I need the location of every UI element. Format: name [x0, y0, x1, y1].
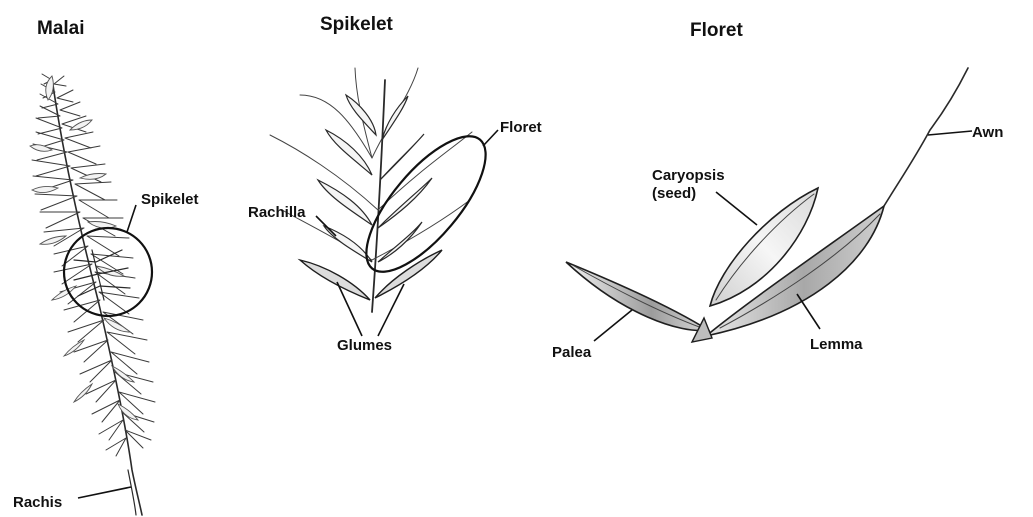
spikelet-section: Spikelet [248, 14, 542, 354]
awn-label: Awn [972, 124, 1003, 141]
glumes-label: Glumes [337, 337, 392, 354]
caryopsis-leader-line [716, 192, 757, 225]
palea-shape [566, 262, 708, 330]
lemma-label: Lemma [810, 336, 863, 353]
caryopsis-label: Caryopsis [652, 167, 725, 184]
palea-label: Palea [552, 344, 592, 361]
panicle-section: Malai [13, 18, 199, 515]
awn-leader-line [928, 131, 972, 135]
floret-leader-line [483, 130, 498, 146]
panicle-title: Malai [37, 18, 85, 39]
rachis-label: Rachis [13, 494, 62, 511]
spikelet-drawing [270, 68, 505, 312]
spikelet-label: Spikelet [141, 191, 199, 208]
floret-title: Floret [690, 20, 743, 41]
rachilla-label: Rachilla [248, 204, 306, 221]
rachis-leader-line [78, 487, 131, 498]
floret-drawing [566, 68, 968, 342]
caryopsis-seed-label: (seed) [652, 185, 696, 202]
spikelet-title: Spikelet [320, 14, 394, 35]
spikelet-leader-line [127, 205, 136, 232]
panicle-drawing [30, 74, 155, 515]
floret-label: Floret [500, 119, 542, 136]
floret-section: Floret Awn Caryopsis (seed) Palea Lemma [552, 20, 1003, 361]
rachilla-leader-line [316, 216, 336, 236]
awn-shape [884, 68, 968, 206]
palea-leader-line [594, 310, 632, 341]
lemma-leader-line [797, 294, 820, 329]
